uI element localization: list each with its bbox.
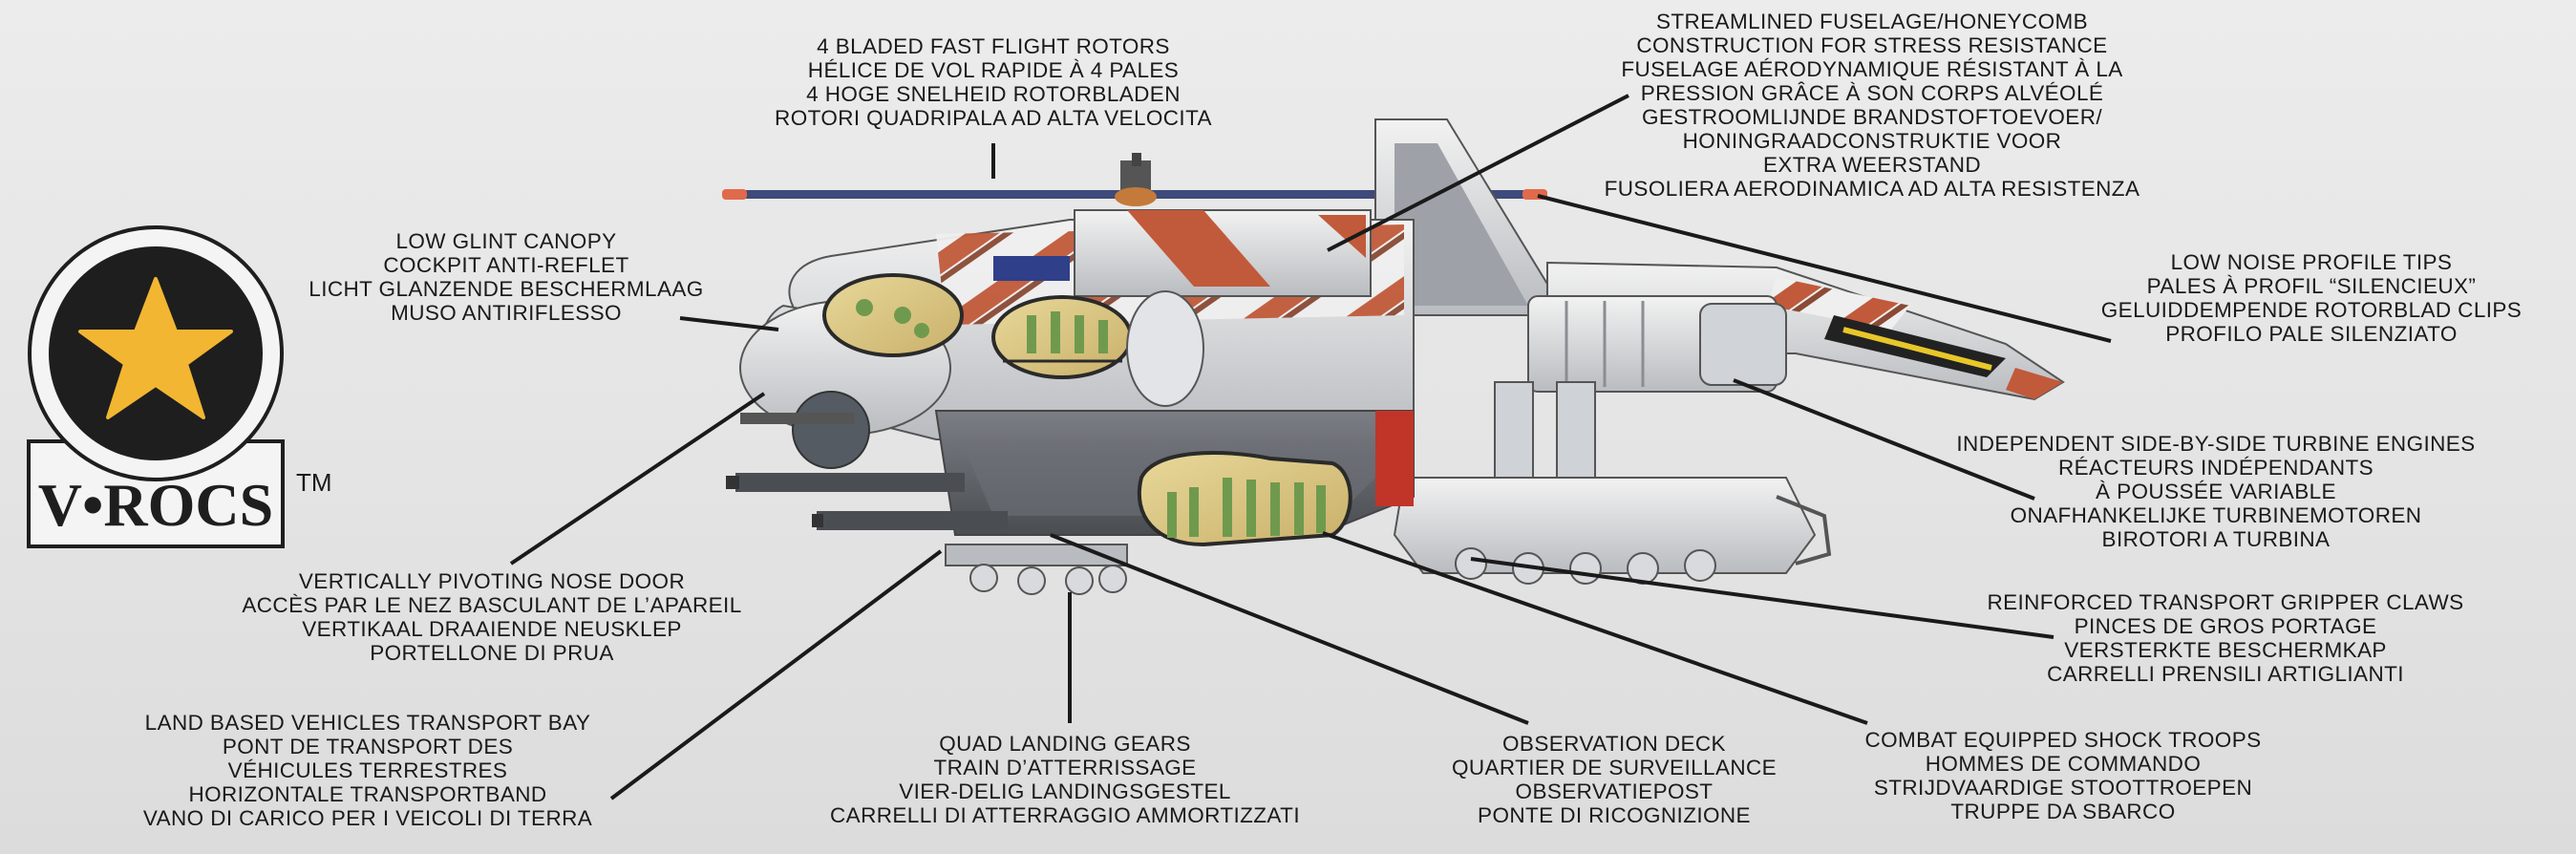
nose-section	[739, 273, 964, 469]
callout-troops: COMBAT EQUIPPED SHOCK TROOPS HOMMES DE C…	[1864, 728, 2262, 823]
callout-canopy: LOW GLINT CANOPY COCKPIT ANTI-REFLET LIC…	[309, 229, 704, 325]
logo-name: V•ROCS	[38, 471, 273, 539]
tail-fin	[1374, 118, 1568, 316]
canopy-window	[822, 273, 964, 357]
star-icon	[78, 277, 233, 419]
callout-turbines: INDEPENDENT SIDE-BY-SIDE TURBINE ENGINES…	[1956, 432, 2476, 551]
callout-observation: OBSERVATION DECK QUARTIER DE SURVEILLANC…	[1451, 732, 1778, 827]
callout-rotors: 4 BLADED FAST FLIGHT ROTORS HÉLICE DE VO…	[775, 34, 1212, 130]
landing-gears	[945, 544, 1128, 595]
callout-claws: REINFORCED TRANSPORT GRIPPER CLAWS PINCE…	[1987, 590, 2464, 686]
callout-landing-gears: QUAD LANDING GEARS TRAIN D’ATTERRISSAGE …	[830, 732, 1300, 827]
troop-bay-window	[1137, 451, 1352, 547]
callout-nose-door: VERTICALLY PIVOTING NOSE DOOR ACCÈS PAR …	[242, 569, 742, 665]
gripper-claws	[1393, 381, 1832, 585]
callout-transport-bay: LAND BASED VEHICLES TRANSPORT BAY PONT D…	[142, 711, 593, 830]
turbine-engines	[1527, 295, 1787, 393]
callout-tips: LOW NOISE PROFILE TIPS PALES À PROFIL “S…	[2100, 250, 2523, 346]
v-rocs-logo	[27, 225, 285, 548]
main-rotor	[722, 153, 1547, 206]
leader-lines	[509, 94, 2112, 801]
nose-cannons	[726, 413, 1008, 530]
callout-fuselage: STREAMLINED FUSELAGE/HONEYCOMB CONSTRUCT…	[1604, 10, 2140, 201]
trademark: TM	[296, 468, 332, 497]
observation-windows	[991, 290, 1204, 407]
